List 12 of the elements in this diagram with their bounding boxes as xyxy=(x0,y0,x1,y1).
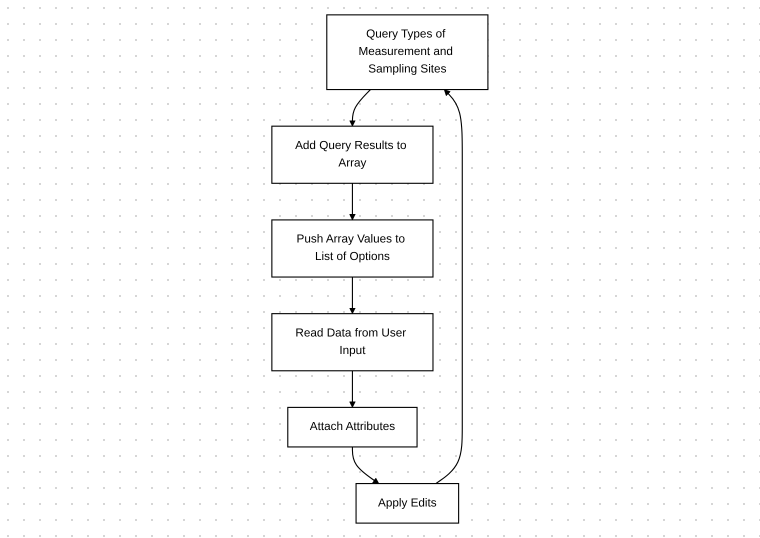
node-box: Read Data from User Input xyxy=(271,313,434,372)
arrow xyxy=(349,89,371,126)
node-box: Add Query Results to Array xyxy=(271,126,434,184)
arrow xyxy=(349,370,356,408)
arrow xyxy=(436,89,463,484)
arrow xyxy=(352,446,380,484)
arrow xyxy=(349,277,356,314)
node-box: Attach Attributes xyxy=(287,406,418,448)
node-box: Push Array Values to List of Options xyxy=(271,219,434,278)
node-box: Query Types of Measurement and Sampling Sites xyxy=(326,14,489,90)
arrow xyxy=(349,183,356,220)
node-box: Apply Edits xyxy=(356,483,460,524)
